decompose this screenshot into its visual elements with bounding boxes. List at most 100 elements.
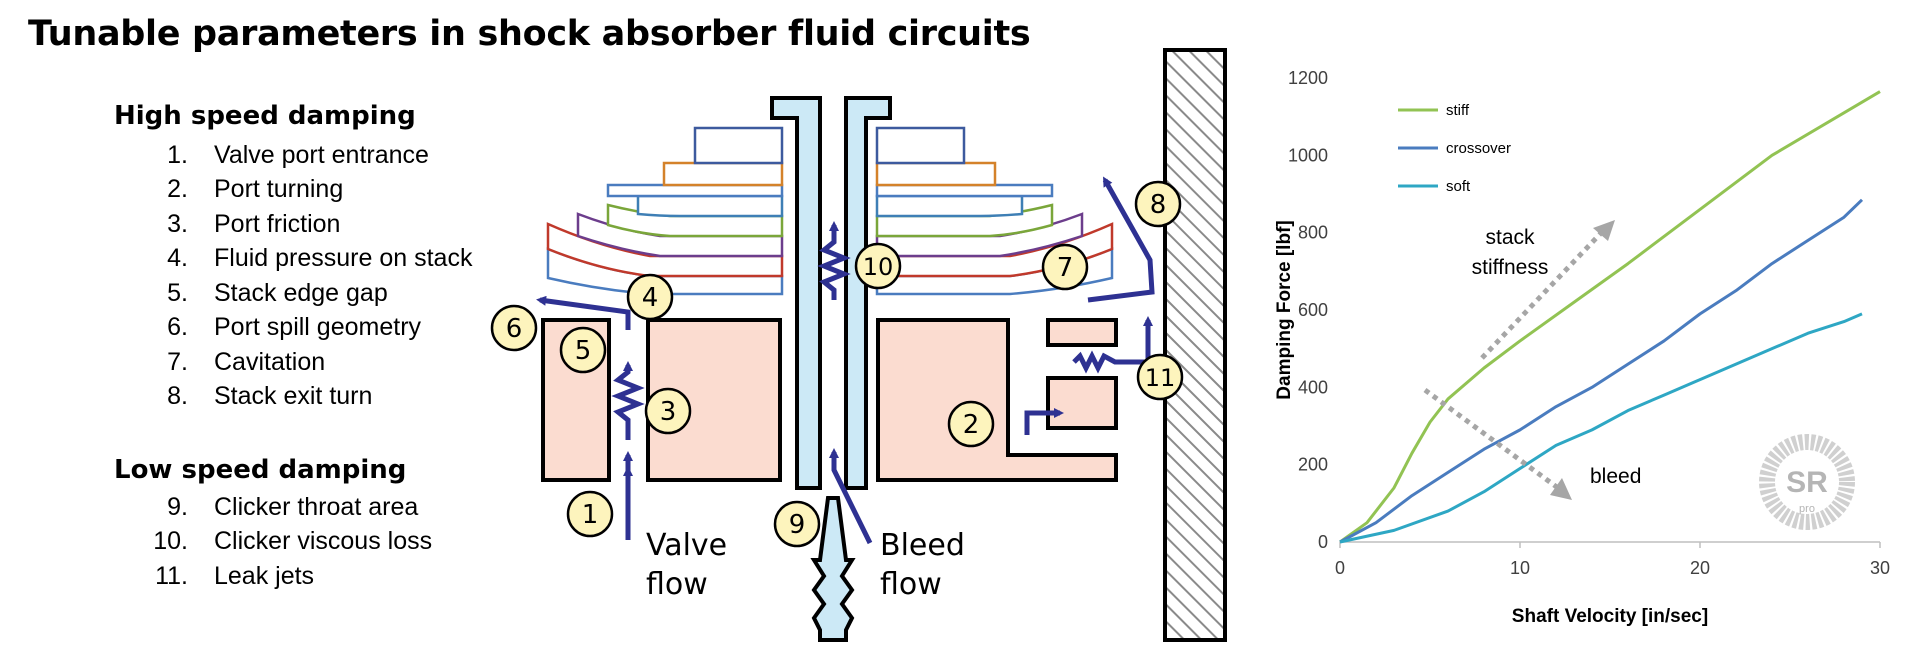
watermark-logo: SR pro (1759, 434, 1855, 530)
callout-label: 10 (863, 253, 894, 281)
legend-label: stiff (1446, 102, 1470, 119)
callout-6: 6 (490, 304, 538, 352)
bleed-flow-line1: Bleed (880, 528, 965, 563)
bleed-flow-line2: flow (880, 567, 942, 602)
y-tick-label: 200 (1298, 455, 1328, 475)
item-label: Stack edge gap (214, 278, 388, 307)
callout-8: 8 (1134, 180, 1182, 228)
callout-1: 1 (566, 490, 614, 538)
stack-stiffness-arrow (1480, 230, 1604, 360)
item-label: Fluid pressure on stack (214, 244, 473, 273)
callout-11: 11 (1136, 353, 1184, 401)
callout-label: 3 (660, 397, 677, 427)
list-item: 6. Port spill geometry (140, 311, 472, 346)
x-tick-label: 0 (1335, 558, 1345, 578)
series-line-stiff (1339, 90, 1881, 544)
shim-stack-left (546, 126, 784, 296)
item-number: 11. (155, 561, 188, 590)
item-label: Port friction (214, 209, 341, 238)
callout-label: 5 (575, 336, 592, 366)
valve-flow-line2: flow (646, 567, 708, 602)
high-speed-list: 1. Valve port entrance 2. Port turning 3. P… (140, 138, 472, 414)
y-tick-label: 0 (1318, 532, 1328, 552)
x-tick-label: 10 (1510, 558, 1530, 578)
watermark-letters: SR (1786, 466, 1828, 499)
list-item: 9. Clicker throat area (140, 490, 432, 525)
item-number: 8. (167, 382, 188, 411)
series-line-crossover (1339, 198, 1864, 544)
legend-label: crossover (1446, 140, 1511, 157)
list-item: 4. Fluid pressure on stack (140, 242, 472, 277)
item-label: Leak jets (214, 561, 315, 590)
bleed-label: bleed (1590, 465, 1641, 488)
high-speed-heading: High speed damping (114, 101, 416, 131)
item-number: 3. (167, 209, 188, 238)
watermark-small: pro (1799, 503, 1815, 515)
callout-4: 4 (626, 273, 674, 321)
item-number: 7. (167, 347, 188, 376)
item-number: 4. (167, 244, 188, 273)
stack-stiffness-arrowhead (1593, 220, 1615, 241)
stack-stiffness-line1: stack (1485, 226, 1535, 249)
callout-10: 10 (854, 242, 902, 290)
item-number: 1. (167, 140, 188, 169)
callout-label: 1 (582, 500, 599, 530)
valve-flow-label: Valve flow (646, 528, 727, 602)
item-number: 6. (167, 313, 188, 342)
callout-label: 7 (1057, 253, 1074, 283)
watermark-ring (1759, 434, 1855, 530)
x-tick-label: 20 (1690, 558, 1710, 578)
item-label: Clicker viscous loss (214, 527, 433, 556)
callout-label: 8 (1150, 190, 1167, 220)
item-number: 2. (167, 175, 188, 204)
item-label: Port spill geometry (214, 313, 422, 342)
series-line-soft (1339, 312, 1863, 544)
y-tick-label: 1200 (1288, 68, 1328, 88)
list-item: 5. Stack edge gap (140, 276, 472, 311)
housing-wall (1163, 48, 1227, 642)
list-item: 11. Leak jets (140, 559, 432, 594)
callout-9: 9 (773, 500, 821, 548)
shock-valve-diagram: 1 2 3 4 5 6 7 8 9 10 11 Valve flow Bleed… (490, 48, 1227, 642)
callout-label: 2 (963, 410, 980, 440)
list-item: 10.Clicker viscous loss (140, 525, 432, 560)
bleed-arrowhead (1550, 478, 1572, 500)
list-item: 2. Port turning (140, 173, 472, 208)
callout-circles: 1 2 3 4 5 6 7 8 9 10 11 (490, 180, 1184, 548)
shaft-bleed-passage (770, 96, 892, 642)
list-item: 7.Cavitation (140, 345, 472, 380)
stack-stiffness-line2: stiffness (1472, 256, 1549, 279)
callout-5: 5 (559, 326, 607, 374)
legend-label: soft (1446, 178, 1471, 195)
flow-arrows (536, 176, 1155, 545)
y-tick-label: 800 (1298, 223, 1328, 243)
page-title: Tunable parameters in shock absorber flu… (28, 14, 1031, 54)
x-axis-title: Shaft Velocity [in/sec] (1512, 606, 1708, 627)
item-label: Valve port entrance (214, 140, 429, 169)
bleed-arrow (1423, 387, 1560, 491)
list-item: 3. Port friction (140, 207, 472, 242)
x-tick-label: 30 (1870, 558, 1890, 578)
item-number: 5. (167, 278, 188, 307)
low-speed-list: 9. Clicker throat area 10.Clicker viscous… (140, 490, 432, 594)
bleed-flow-label: Bleed flow (880, 528, 965, 602)
callout-label: 4 (642, 283, 659, 313)
callout-2: 2 (947, 400, 995, 448)
y-tick-label: 600 (1298, 300, 1328, 320)
list-item: 1. Valve port entrance (140, 138, 472, 173)
callout-label: 11 (1145, 364, 1176, 392)
item-label: Port turning (214, 175, 344, 204)
valve-flow-line1: Valve (646, 528, 727, 563)
item-label: Stack exit turn (214, 382, 373, 411)
chart-annotations: stack stiffness bleed SR pro (1423, 220, 1855, 530)
callout-label: 9 (789, 510, 806, 540)
y-tick-label: 400 (1298, 377, 1328, 397)
callout-label: 6 (506, 314, 523, 344)
item-label: Clicker throat area (214, 492, 419, 521)
list-item: 8. Stack exit turn (140, 380, 472, 415)
chart-series (1339, 90, 1881, 544)
y-tick-label: 1000 (1288, 145, 1328, 165)
callout-7: 7 (1041, 243, 1089, 291)
item-number: 9. (167, 492, 188, 521)
